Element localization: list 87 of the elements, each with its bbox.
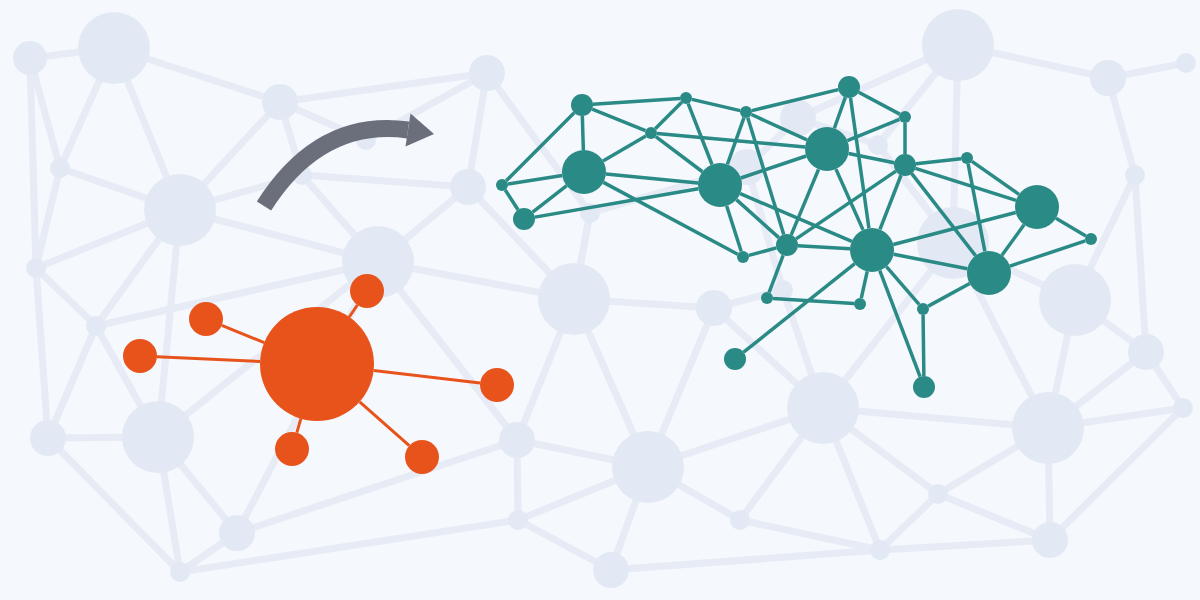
connector-line (156, 355, 261, 363)
connector-line (970, 160, 1020, 196)
network-node (480, 368, 514, 402)
connector-line (534, 187, 699, 219)
network-node (776, 234, 798, 256)
connector-line (910, 172, 977, 257)
network-node (680, 92, 692, 104)
connector-line (654, 135, 704, 174)
network-node (724, 348, 746, 370)
connector-line (832, 96, 847, 129)
network-node (894, 154, 916, 176)
connector-line (654, 101, 683, 130)
connector-line (878, 269, 922, 378)
network-node (123, 339, 157, 373)
connector-line (892, 210, 1017, 247)
connector-line (915, 156, 962, 166)
connector-line (966, 163, 987, 252)
connector-line (750, 112, 808, 142)
connector-line (834, 168, 865, 231)
connector-line (580, 115, 586, 151)
network-node (275, 432, 309, 466)
connector-line (859, 271, 869, 299)
network-node (899, 111, 911, 123)
connector-line (505, 111, 576, 182)
connector-line (602, 134, 647, 163)
connector-line (795, 169, 897, 241)
connector-line (591, 107, 647, 133)
connector-line (742, 262, 856, 354)
connector-line (857, 90, 901, 116)
connector-line (691, 97, 741, 113)
network-node (838, 76, 860, 98)
connector-line (725, 117, 746, 165)
network-node (913, 376, 935, 398)
connector-line (347, 304, 359, 318)
network-node (189, 302, 223, 336)
connector-line (221, 324, 265, 344)
network-node (1015, 185, 1059, 229)
network-node (854, 298, 866, 310)
network-node (1085, 233, 1097, 245)
connector-line (748, 246, 777, 258)
connector-line (739, 192, 853, 243)
network-node (645, 127, 657, 139)
connector-line (767, 254, 785, 293)
network-node (737, 251, 749, 263)
connector-line (746, 117, 786, 235)
network-node (740, 106, 752, 118)
connector-line (893, 252, 968, 271)
connector-line (878, 174, 903, 231)
network-node (961, 152, 973, 164)
connector-line (772, 296, 855, 306)
connector-line (507, 173, 563, 186)
connector-line (927, 282, 971, 308)
connector-line (1055, 216, 1087, 238)
connector-line (373, 369, 481, 385)
connector-line (686, 102, 714, 166)
connector-line (914, 166, 1017, 202)
network-node (967, 251, 1011, 295)
connector-line (789, 168, 821, 236)
connector-line (503, 189, 520, 211)
network-node (850, 228, 894, 272)
connector-line (592, 96, 681, 106)
network-node (496, 179, 508, 191)
connector-line (885, 265, 921, 306)
network-node (698, 163, 742, 207)
connector-line (531, 184, 568, 214)
connector-line (1000, 223, 1026, 257)
connector-line (740, 154, 807, 180)
network-node (917, 303, 929, 315)
connector-line (848, 97, 871, 229)
connector-line (848, 151, 895, 165)
connector-line (903, 123, 907, 154)
network-node (805, 127, 849, 171)
connector-line (656, 131, 806, 149)
connector-line (1009, 239, 1086, 268)
connector-line (725, 205, 743, 252)
connector-line (358, 400, 411, 447)
network-node (571, 94, 593, 116)
connector-line (605, 172, 699, 185)
network-node (405, 440, 439, 474)
connector-line (602, 180, 739, 256)
connector-line (797, 243, 851, 251)
connector-line (735, 198, 780, 239)
connector-line (921, 315, 926, 377)
network-node (562, 150, 606, 194)
network-node (513, 208, 535, 230)
connector-line (751, 87, 839, 113)
connector-line (846, 117, 901, 143)
